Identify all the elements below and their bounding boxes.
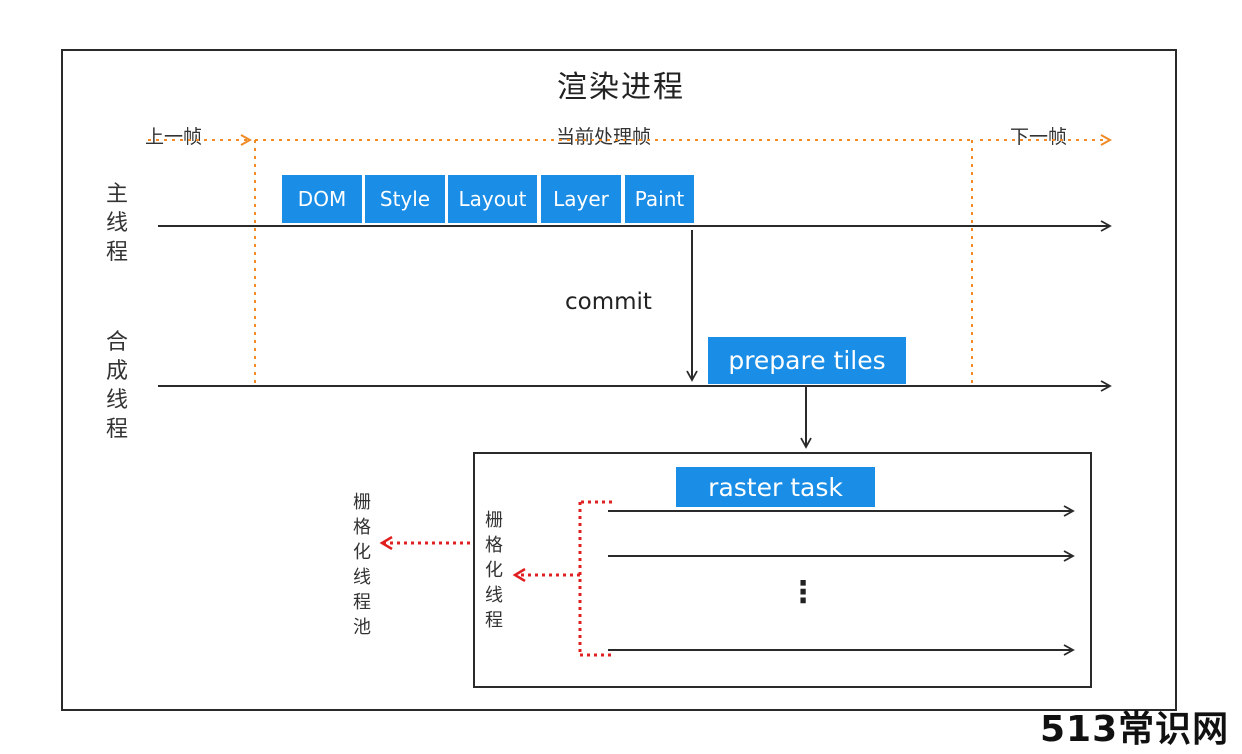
render-process-frame (61, 49, 1177, 711)
watermark: 513常识网 (1040, 709, 1230, 750)
stage-dom: DOM (282, 175, 362, 223)
stage-paint: Paint (625, 175, 694, 223)
next-frame-label: 下一帧 (1010, 126, 1068, 148)
ellipsis: ⋮ (788, 575, 818, 610)
current-frame-label: 当前处理帧 (556, 126, 652, 148)
diagram-title: 渲染进程 (557, 70, 685, 105)
main-thread-label: 主线程 (105, 182, 128, 265)
raster-bracket (382, 500, 612, 657)
frame-boundaries (148, 140, 1110, 385)
raster-pool-box (473, 452, 1092, 688)
raster-thread-label: 栅格化线程 (485, 510, 503, 631)
raster-pool-label: 栅格化线程池 (353, 492, 371, 638)
prepare-tiles-box: prepare tiles (708, 337, 906, 384)
compositor-thread-label: 合成线程 (105, 330, 128, 442)
stage-layout: Layout (448, 175, 537, 223)
commit-label: commit (565, 289, 652, 315)
stage-layer: Layer (541, 175, 621, 223)
stage-style: Style (365, 175, 445, 223)
raster-task-box: raster task (676, 467, 875, 507)
prev-frame-label: 上一帧 (145, 126, 203, 148)
